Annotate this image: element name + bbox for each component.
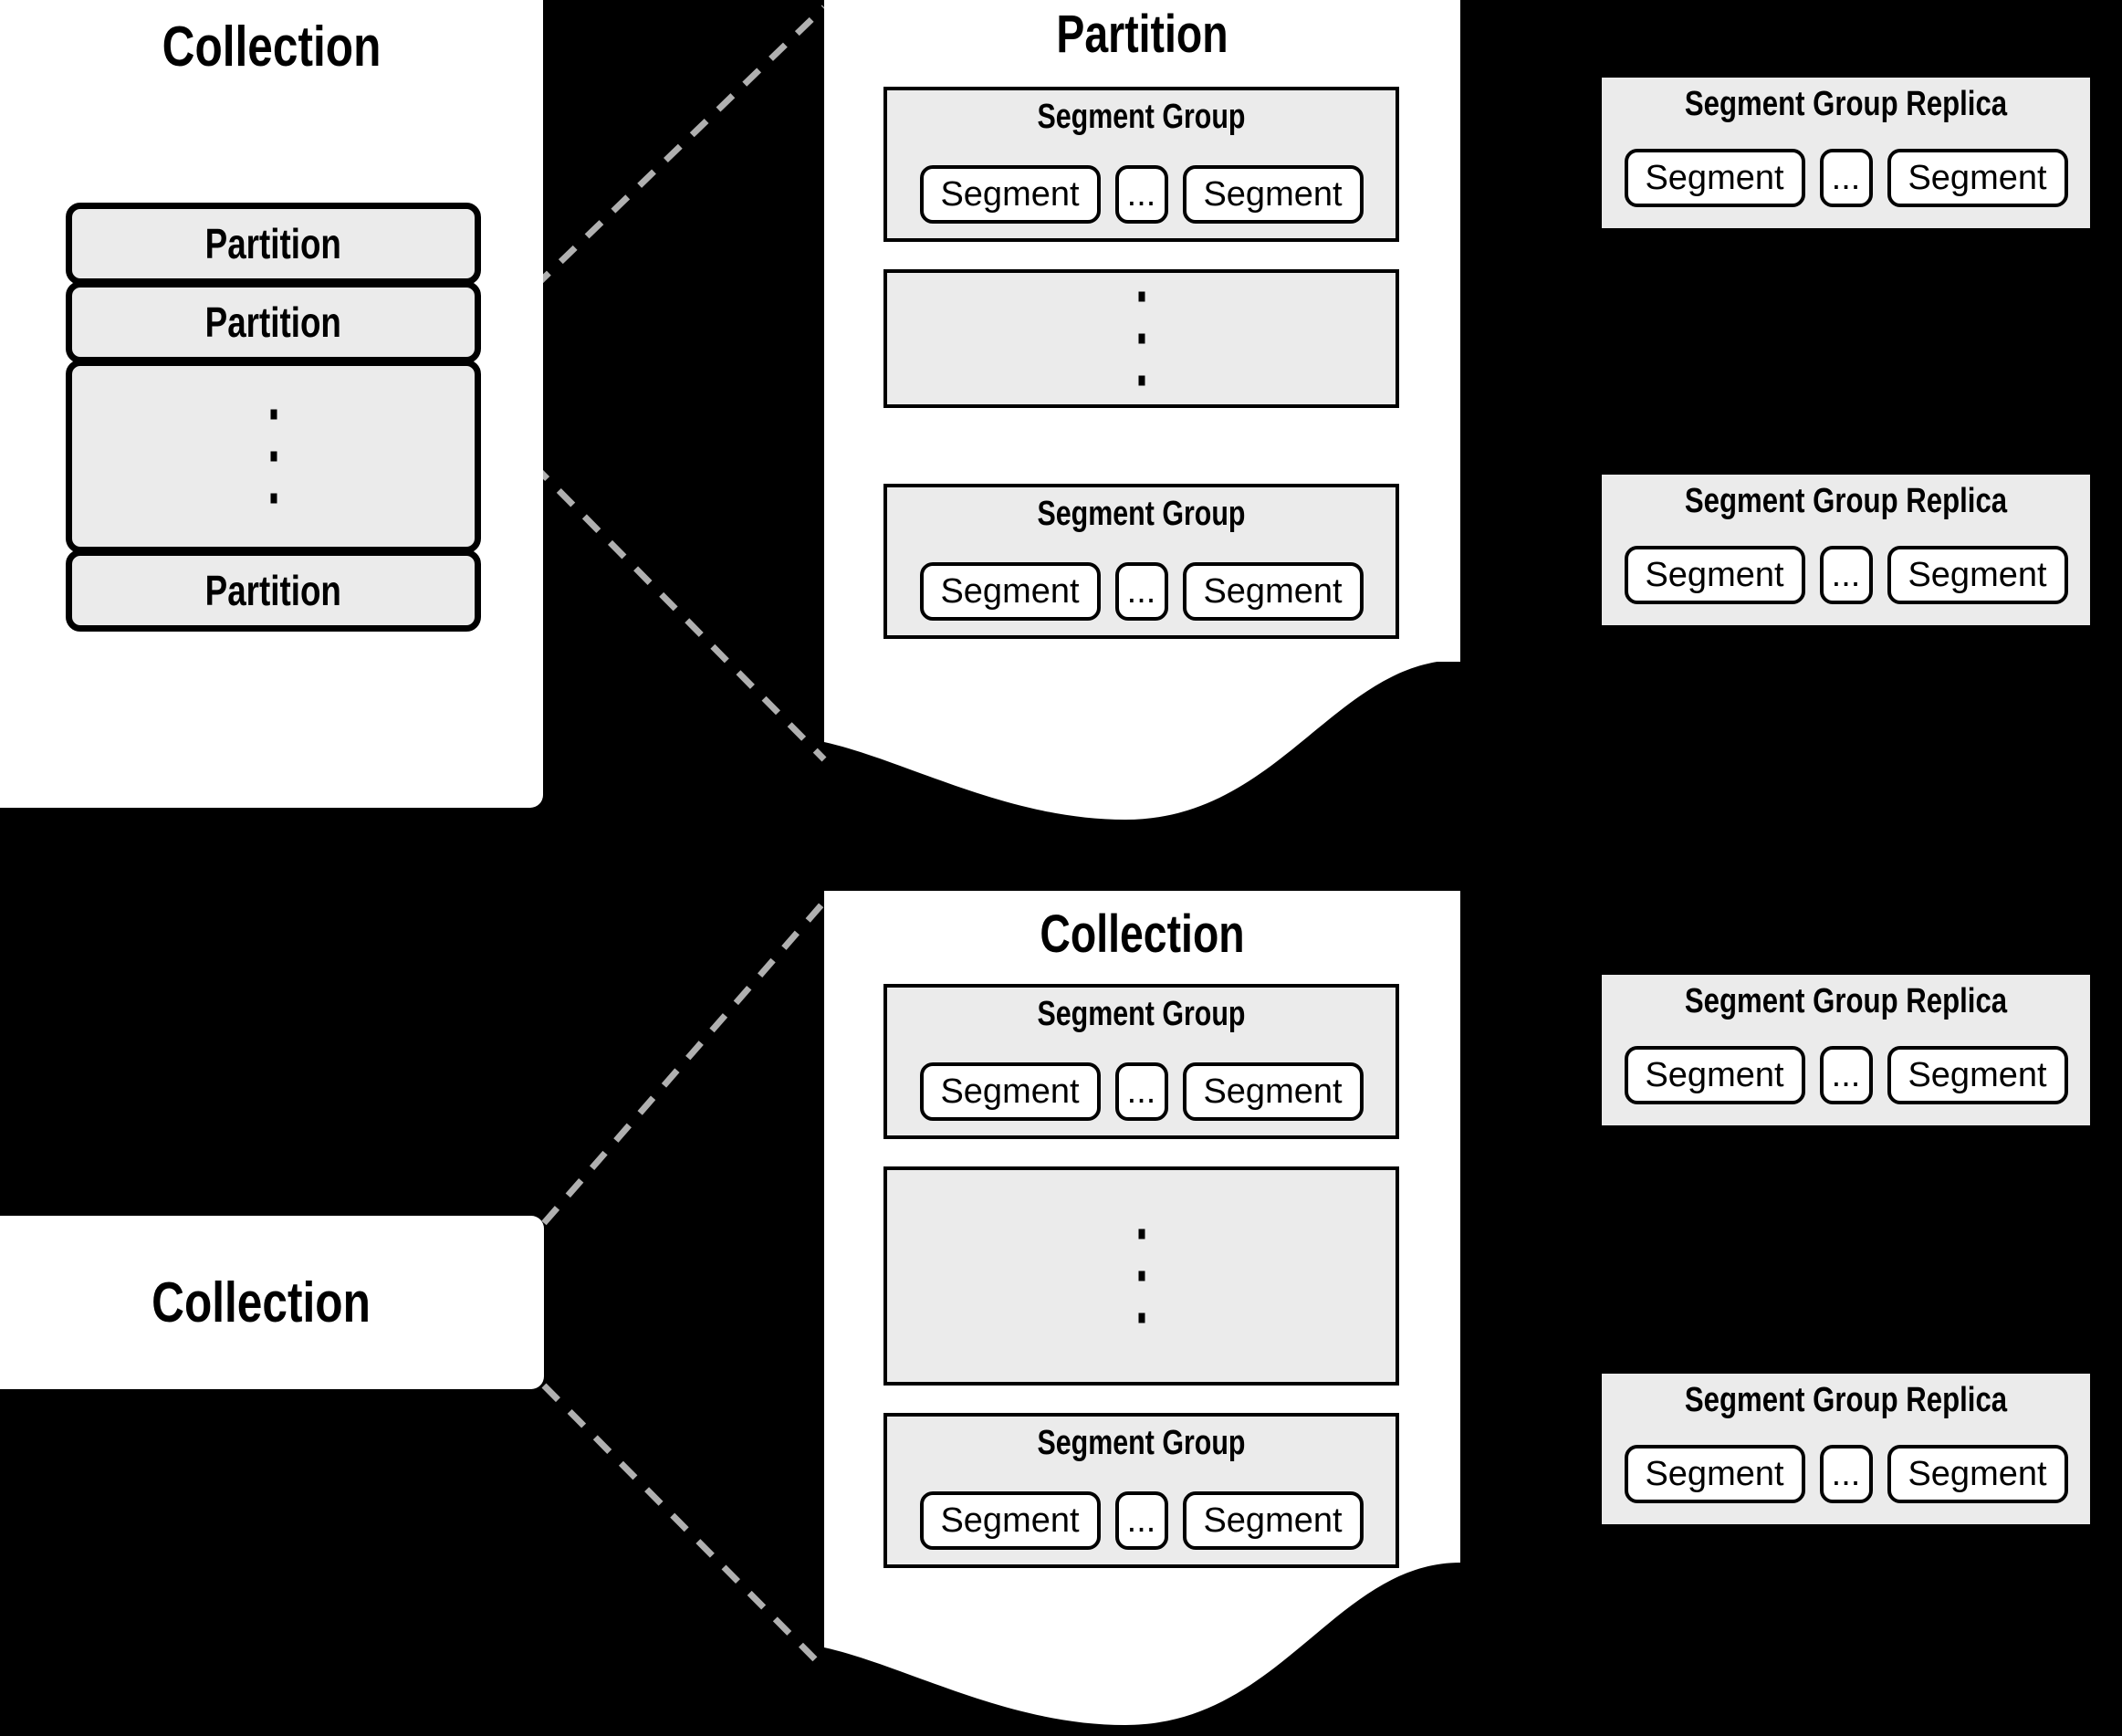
segment-ellipsis-box: ... <box>1114 562 1168 621</box>
segment-ellipsis-box: ... <box>1819 546 1873 604</box>
segment-box[interactable]: Segment <box>1624 1445 1805 1503</box>
segment-group-replica-3[interactable]: Segment Group Replica Segment ... Segmen… <box>1602 975 2090 1125</box>
collection-segment-group-1[interactable]: Segment Group Segment ... Segment <box>883 984 1399 1139</box>
partition-item-ellipsis <box>66 360 481 553</box>
partition-item-1-label: Partition <box>204 220 342 267</box>
segment-ellipsis-box: ... <box>1114 1062 1168 1121</box>
partition-segment-group-1[interactable]: Segment Group Segment ... Segment <box>883 87 1399 242</box>
segment-group-replica-4-title: Segment Group Replica <box>1684 1381 2008 1419</box>
segment-group-replica-4[interactable]: Segment Group Replica Segment ... Segmen… <box>1602 1374 2090 1524</box>
segment-box[interactable]: Segment <box>919 165 1101 224</box>
segment-box[interactable]: Segment <box>1887 546 2068 604</box>
segment-group-replica-1-title: Segment Group Replica <box>1684 85 2008 123</box>
vertical-ellipsis-icon <box>1138 1229 1145 1323</box>
partition-item-3-label: Partition <box>204 567 342 614</box>
segment-box[interactable]: Segment <box>1182 562 1364 621</box>
segment-box[interactable]: Segment <box>1887 1445 2068 1503</box>
collection-segment-group-2-title: Segment Group <box>1037 1424 1246 1462</box>
partition-segment-group-2-title: Segment Group <box>1037 495 1246 533</box>
segment-box[interactable]: Segment <box>919 1062 1101 1121</box>
partition-panel-title: Partition <box>1056 5 1228 64</box>
bottom-collection-box[interactable]: Collection <box>0 1216 544 1389</box>
partition-item-2[interactable]: Partition <box>66 281 481 363</box>
connector-collection-top <box>541 899 827 1226</box>
vertical-ellipsis-icon <box>270 409 277 504</box>
segment-ellipsis-box: ... <box>1819 149 1873 207</box>
segment-ellipsis-box: ... <box>1819 1445 1873 1503</box>
partition-item-3[interactable]: Partition <box>66 549 481 632</box>
segment-group-replica-2-title: Segment Group Replica <box>1684 482 2008 520</box>
segment-box[interactable]: Segment <box>919 1491 1101 1550</box>
partition-segment-group-1-title: Segment Group <box>1037 98 1246 136</box>
partition-stack: Partition Partition Partition <box>66 203 481 732</box>
segment-box[interactable]: Segment <box>1624 546 1805 604</box>
vertical-ellipsis-icon <box>1138 291 1145 386</box>
segment-group-replica-2[interactable]: Segment Group Replica Segment ... Segmen… <box>1602 475 2090 625</box>
segment-box[interactable]: Segment <box>1887 149 2068 207</box>
collection-segment-group-1-title: Segment Group <box>1037 995 1246 1033</box>
partition-segment-group-2[interactable]: Segment Group Segment ... Segment <box>883 484 1399 639</box>
segment-box[interactable]: Segment <box>919 562 1101 621</box>
segment-ellipsis-box: ... <box>1819 1046 1873 1104</box>
partition-panel-torn-edge <box>824 651 1460 820</box>
collection-panel-title: Collection <box>1040 905 1245 964</box>
segment-ellipsis-box: ... <box>1114 1491 1168 1550</box>
partition-group-gap <box>883 269 1399 408</box>
partition-item-1[interactable]: Partition <box>66 203 481 285</box>
collection-segment-group-2[interactable]: Segment Group Segment ... Segment <box>883 1413 1399 1568</box>
partition-item-2-label: Partition <box>204 298 342 346</box>
bottom-collection-label: Collection <box>152 1271 371 1334</box>
collection-panel-torn-edge <box>824 1552 1460 1725</box>
segment-group-replica-1[interactable]: Segment Group Replica Segment ... Segmen… <box>1602 78 2090 228</box>
left-collection-title: Collection <box>162 16 382 78</box>
segment-box[interactable]: Segment <box>1624 149 1805 207</box>
segment-box[interactable]: Segment <box>1182 1491 1364 1550</box>
segment-box[interactable]: Segment <box>1887 1046 2068 1104</box>
segment-group-replica-3-title: Segment Group Replica <box>1684 982 2008 1020</box>
segment-box[interactable]: Segment <box>1182 1062 1364 1121</box>
segment-ellipsis-box: ... <box>1114 165 1168 224</box>
segment-box[interactable]: Segment <box>1182 165 1364 224</box>
collection-group-gap <box>883 1166 1399 1386</box>
segment-box[interactable]: Segment <box>1624 1046 1805 1104</box>
connector-collection-bottom <box>541 1383 827 1671</box>
